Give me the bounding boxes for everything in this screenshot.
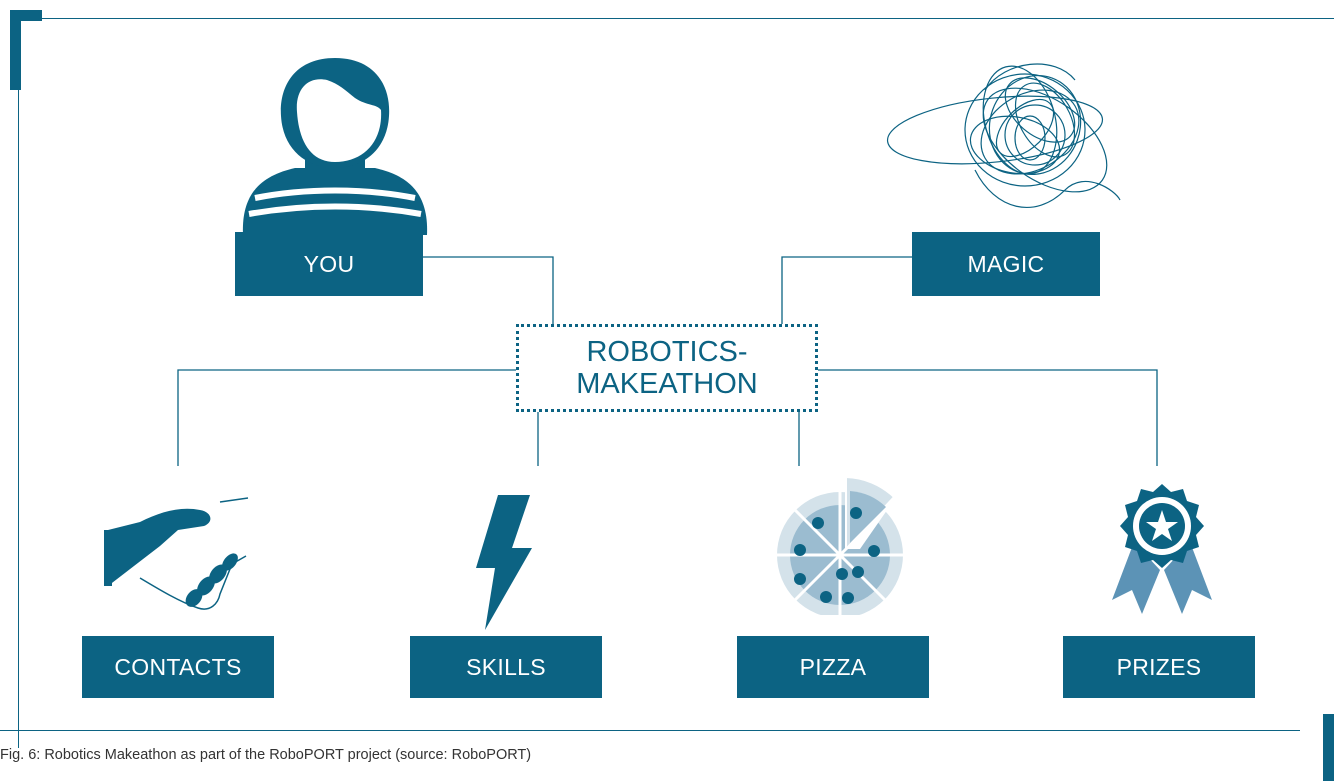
person-icon [242,58,428,235]
center-label-line1: ROBOTICS- [586,336,748,368]
corner-accent [10,10,21,90]
node-skills: SKILLS [410,636,602,698]
award-icon [1112,484,1212,614]
corner-accent [1323,714,1334,781]
node-contacts: CONTACTS [82,636,274,698]
node-pizza: PIZZA [737,636,929,698]
node-you: YOU [235,232,423,296]
figure-caption: Fig. 6: Robotics Makeathon as part of th… [0,747,532,763]
center-label-line2: MAKEATHON [576,368,758,400]
scribble-icon [886,63,1121,208]
pizza-icon [776,475,904,615]
lightning-icon [476,495,532,630]
node-magic: MAGIC [912,232,1100,296]
corner-accent [10,10,42,21]
node-prizes: PRIZES [1063,636,1255,698]
handshake-icon [104,497,249,610]
figure-frame [18,18,1334,748]
caption-rule [0,730,1300,731]
center-node: ROBOTICS- MAKEATHON [516,324,818,412]
